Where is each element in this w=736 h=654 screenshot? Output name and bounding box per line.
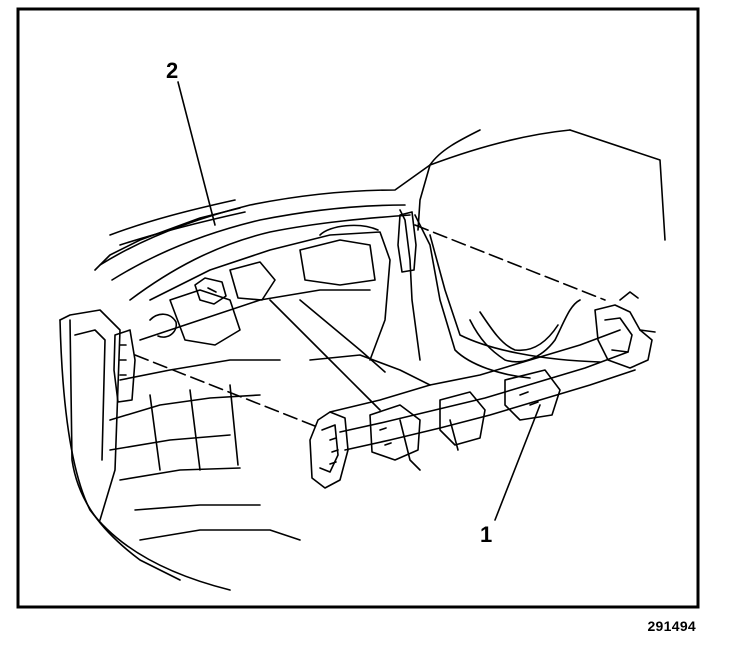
ip-carrier-left-bracket [309,411,349,489]
ip-carrier-beam-lower [344,369,636,451]
floor-rib-1 [149,384,239,471]
firewall-detail-3 [149,313,178,338]
floor-pan-line-1 [109,394,261,421]
floor-pan-line-3 [119,467,241,481]
figure-frame [16,7,700,609]
firewall-outline [149,231,391,361]
ip-carrier-duct-inner [479,311,559,352]
roof-header-outline [99,129,571,266]
cowl-top [94,207,241,271]
ip-carrier-right-inner [604,317,633,353]
floor-sill [139,529,301,541]
firewall-detail-1 [169,289,241,346]
floor-pan-line-4 [134,504,261,511]
right-mount-plate [397,211,417,273]
ip-carrier-column-support [399,419,459,471]
callout-label-2: 2 [166,58,178,83]
floor-tunnel-edge [299,299,386,373]
rear-bulkhead [319,224,379,236]
right-b-pillar [399,209,421,361]
vehicle-illustration [59,81,666,591]
alignment-line-left [134,354,321,429]
right-body-side [429,234,601,363]
callout-label-1: 1 [480,522,492,547]
ip-carrier-box-3 [504,369,561,421]
floor-right [309,354,431,386]
leader-line-1 [494,404,541,521]
roof-inner-line [111,204,406,281]
cowl-roughline [109,199,246,246]
ip-carrier-right-bracket [594,304,653,369]
right-roof-rail [417,164,431,231]
firewall-lower [139,289,371,341]
floor-tunnel [269,299,381,411]
left-mount-plate [113,329,136,403]
floor-pan-left [119,359,281,381]
rear-window-edge [429,129,481,166]
left-a-pillar-inner [74,329,106,461]
left-door-opening [69,319,181,581]
ip-carrier-hatch [329,391,539,465]
ip-carrier-box-1 [369,404,421,461]
left-mount-holes [119,344,127,376]
ip-carrier-beam-mid [339,351,629,433]
rear-seat-pan [299,239,376,286]
left-a-pillar-outer [59,309,121,521]
ip-carrier-box-2 [439,391,486,446]
alignment-line-right [414,224,606,301]
right-door-opening [414,214,531,379]
ip-carrier-mount-tab [619,291,656,333]
firewall-detail-2 [229,261,276,301]
floor-pan-line-2 [109,434,231,451]
ip-carrier-duct [469,299,581,363]
leader-line-2 [177,81,216,226]
left-body-side [59,319,231,591]
ip-carrier-left-inner [319,424,339,473]
ip-carrier-beam-upper [329,329,621,413]
figure-number: 291494 [647,618,696,634]
rear-window-upper [569,129,666,241]
windshield-frame [129,214,411,301]
steering-column-mount [194,277,227,305]
